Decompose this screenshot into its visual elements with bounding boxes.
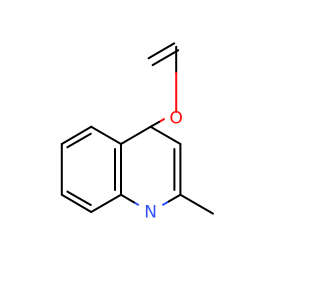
bond-c8-c8a	[90, 193, 122, 213]
bond-c5-c6	[60, 125, 93, 145]
pyridine-ring	[120, 125, 214, 215]
nitrogen-atom-label: N	[144, 203, 157, 223]
bond-n1-c8a	[120, 193, 135, 204]
benzene-ring	[60, 125, 122, 213]
bond-vinyl-double-b	[151, 49, 180, 67]
bond-c4a-c4-outer	[120, 125, 152, 145]
bond-c4-c3	[149, 125, 182, 145]
bond-o-c4	[149, 121, 160, 128]
bond-c5-c6-inner	[66, 132, 92, 149]
molecule-diagram: O N	[60, 42, 214, 223]
bond-c4a-c5	[90, 125, 122, 145]
structure-svg: O N	[60, 42, 214, 223]
bond-c7-c8	[60, 193, 93, 213]
bond-c2-methyl	[179, 193, 214, 215]
oxygen-atom-label: O	[170, 109, 183, 129]
bond-c2-n1	[166, 193, 182, 204]
bond-vinyl-double-a	[147, 42, 176, 60]
bond-c7-c8-inner	[66, 190, 92, 206]
bond-c2-n1-blue	[162, 201, 169, 206]
vinyl-group	[147, 42, 180, 128]
